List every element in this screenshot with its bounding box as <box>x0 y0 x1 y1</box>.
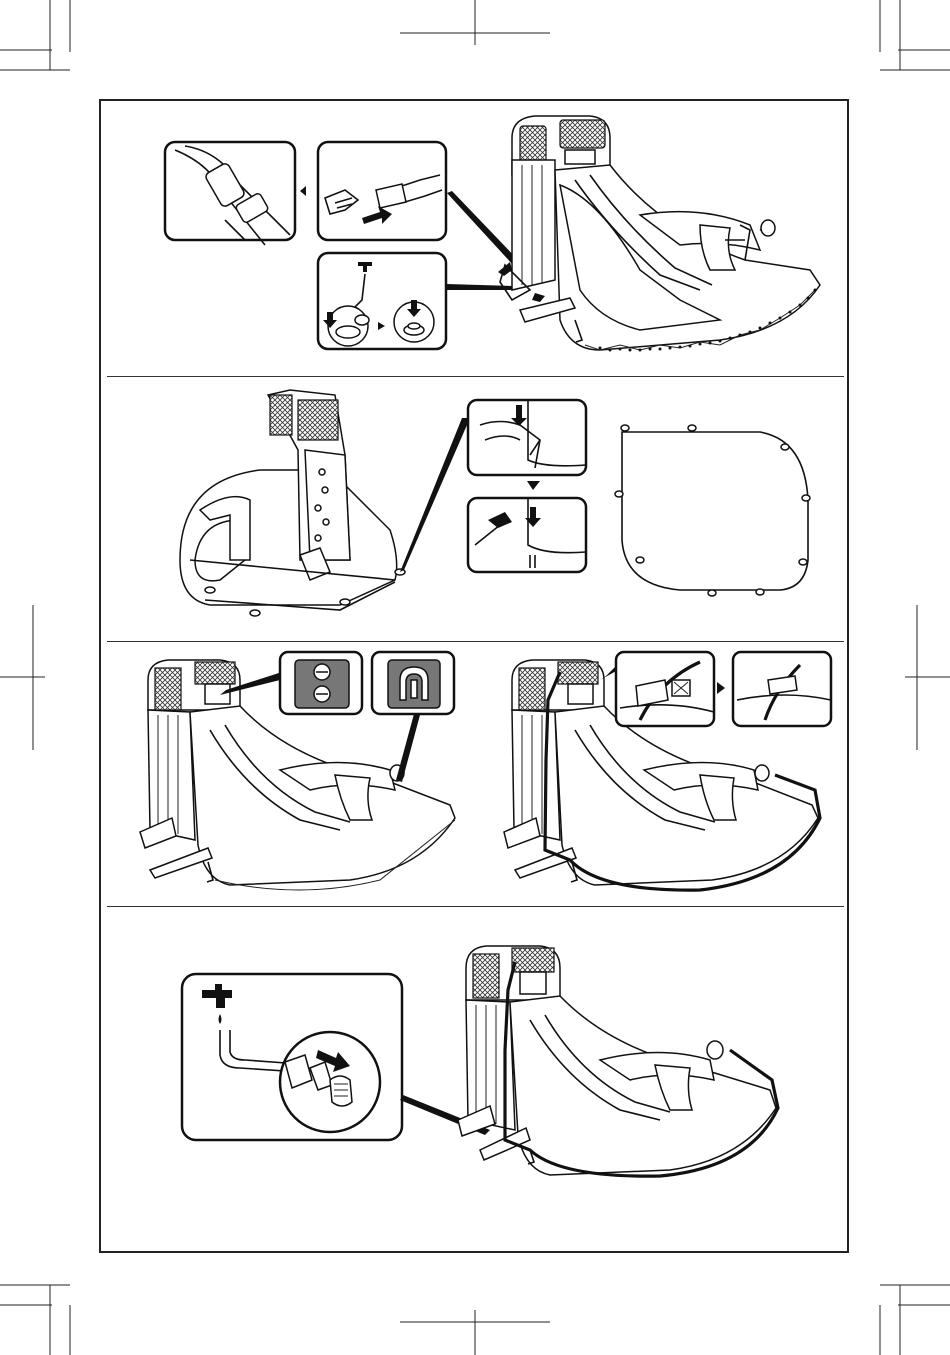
stake-insert-detail <box>468 400 586 475</box>
stake-hammer-detail <box>468 498 586 572</box>
step-1-illustration <box>165 116 820 352</box>
hose-clip-detail <box>616 652 714 726</box>
buckle-detail <box>165 142 295 245</box>
step-3-illustration <box>140 652 831 890</box>
water-connector-detail <box>318 253 446 349</box>
step-2-illustration <box>180 390 810 616</box>
buckle-connect-detail <box>318 142 446 240</box>
slide-rear-view <box>180 390 405 616</box>
valve-cap-detail <box>372 652 454 714</box>
hose-clipped-detail <box>733 652 831 726</box>
step-4-illustration <box>182 946 778 1176</box>
valve-closed-detail <box>280 652 362 714</box>
slide-overview <box>498 116 820 352</box>
tap-hose-connector-detail <box>182 974 402 1140</box>
arrow-icon <box>300 186 306 196</box>
ground-footprint-diagram <box>615 425 810 596</box>
slide-water-on-view <box>458 946 778 1176</box>
arrow-icon <box>717 682 725 694</box>
